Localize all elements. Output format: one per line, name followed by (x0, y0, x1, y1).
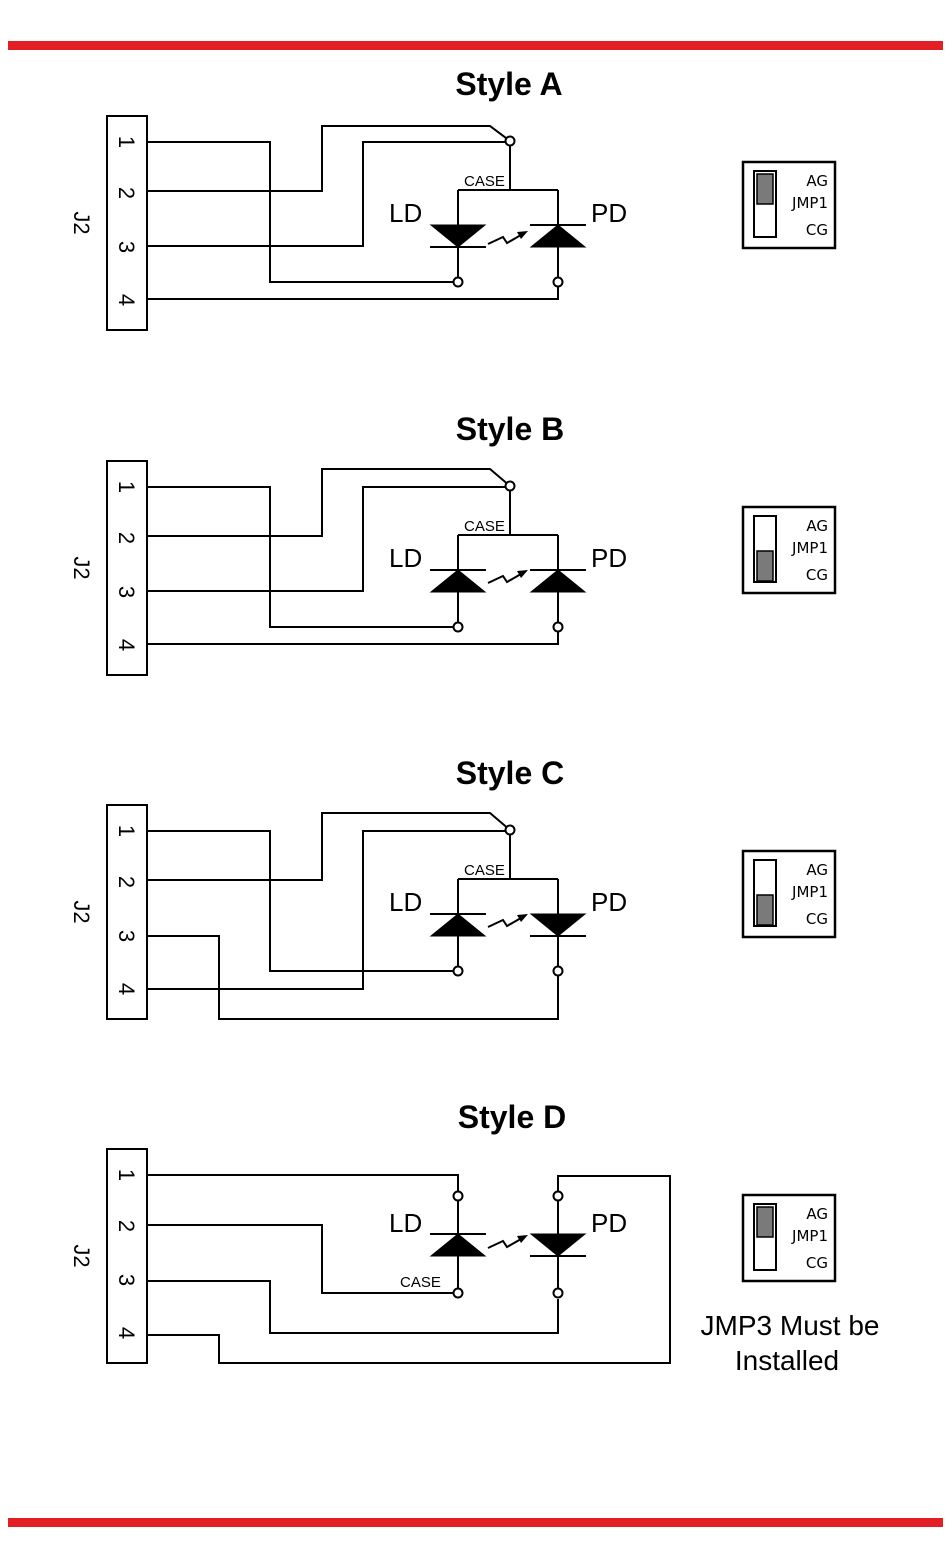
case-label: CASE (464, 518, 505, 535)
light-arrow-head (517, 231, 528, 239)
bottom-rule (8, 1518, 943, 1527)
photodiode-symbol (531, 570, 585, 592)
jmp3-note-line-2: Installed (735, 1345, 839, 1376)
connector-label: J2 (69, 1244, 94, 1267)
light-arrow-head (517, 570, 528, 578)
terminal (454, 623, 463, 632)
terminal (554, 1289, 563, 1298)
pin-number-2: 2 (114, 532, 139, 544)
pd-label: PD (591, 1208, 627, 1238)
light-arrow (488, 574, 521, 583)
wire (147, 469, 510, 536)
style-title: Style B (456, 411, 564, 447)
wire (147, 1176, 670, 1363)
style-title: Style D (458, 1099, 566, 1135)
pin-number-4: 4 (114, 639, 139, 651)
pd-label: PD (591, 198, 627, 228)
light-arrow (488, 1239, 521, 1248)
pin-number-2: 2 (114, 1220, 139, 1232)
jumper-label-bottom: CG (806, 910, 828, 928)
pin-number-4: 4 (114, 1327, 139, 1339)
connector-label: J2 (69, 556, 94, 579)
terminal (454, 278, 463, 287)
terminal (454, 1289, 463, 1298)
terminal (506, 482, 515, 491)
terminal (554, 623, 563, 632)
connector-label: J2 (69, 900, 94, 923)
jumper-label-middle: JMP1 (791, 194, 828, 212)
wire (147, 1175, 458, 1191)
jumper-shunt (757, 174, 773, 204)
terminal (554, 1192, 563, 1201)
connector-label: J2 (69, 211, 94, 234)
jumper-label-middle: JMP1 (791, 883, 828, 901)
pin-number-3: 3 (114, 241, 139, 253)
ld-label: LD (389, 198, 422, 228)
pin-number-1: 1 (114, 1169, 139, 1181)
style-title: Style A (455, 66, 562, 102)
wire (147, 126, 510, 191)
pin-number-4: 4 (114, 983, 139, 995)
ld-label: LD (389, 543, 422, 573)
laser-diode-symbol (431, 914, 485, 936)
jmp3-note-line-1: JMP3 Must be (701, 1310, 880, 1341)
pin-number-2: 2 (114, 876, 139, 888)
style-title: Style C (456, 755, 564, 791)
pin-number-3: 3 (114, 1274, 139, 1286)
laser-diode-symbol (431, 570, 485, 592)
pin-number-4: 4 (114, 294, 139, 306)
pin-number-1: 1 (114, 481, 139, 493)
jumper-shunt (757, 895, 773, 925)
laser-diode-symbol (431, 225, 485, 247)
jumper-label-top: AG (806, 861, 828, 879)
photodiode-symbol (531, 914, 585, 936)
terminal (454, 967, 463, 976)
wire (147, 627, 558, 644)
case-label: CASE (400, 1274, 441, 1291)
terminal (554, 967, 563, 976)
jumper-label-top: AG (806, 517, 828, 535)
case-label: CASE (464, 862, 505, 879)
ld-label: LD (389, 1208, 422, 1238)
jumper-label-bottom: CG (806, 566, 828, 584)
pin-number-3: 3 (114, 586, 139, 598)
light-arrow-head (517, 914, 528, 922)
photodiode-symbol (531, 1234, 585, 1256)
pin-number-2: 2 (114, 187, 139, 199)
wire (147, 813, 510, 880)
jumper-label-top: AG (806, 1205, 828, 1223)
light-arrow-head (517, 1235, 528, 1243)
terminal (506, 137, 515, 146)
wire (147, 1281, 558, 1333)
wire (147, 282, 558, 299)
pin-number-3: 3 (114, 930, 139, 942)
jumper-label-middle: JMP1 (791, 1227, 828, 1245)
terminal (506, 826, 515, 835)
terminal (454, 1192, 463, 1201)
laser-diode-symbol (431, 1234, 485, 1256)
pd-label: PD (591, 887, 627, 917)
top-rule (8, 41, 943, 50)
pin-number-1: 1 (114, 825, 139, 837)
jumper-label-bottom: CG (806, 1254, 828, 1272)
jumper-label-bottom: CG (806, 221, 828, 239)
pin-number-1: 1 (114, 136, 139, 148)
jumper-shunt (757, 551, 773, 581)
case-label: CASE (464, 173, 505, 190)
pd-label: PD (591, 543, 627, 573)
ld-label: LD (389, 887, 422, 917)
wire (147, 831, 510, 989)
terminal (554, 278, 563, 287)
jumper-shunt (757, 1207, 773, 1237)
light-arrow (488, 918, 521, 927)
light-arrow (488, 235, 521, 244)
photodiode-symbol (531, 225, 585, 247)
wire (147, 936, 558, 1019)
jumper-label-middle: JMP1 (791, 539, 828, 557)
jumper-label-top: AG (806, 172, 828, 190)
